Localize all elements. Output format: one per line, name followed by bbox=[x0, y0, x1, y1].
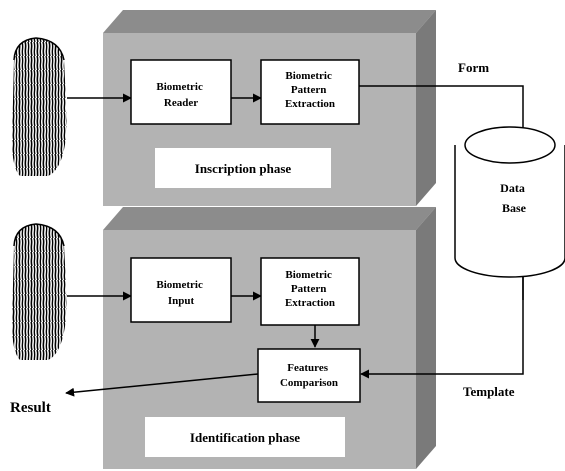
database-cylinder bbox=[454, 126, 565, 278]
biometric-reader-label-2: Reader bbox=[164, 97, 198, 109]
pattern-extraction-label-2b: Pattern bbox=[291, 283, 326, 295]
fingerprint-image-top bbox=[12, 37, 67, 176]
pattern-extraction-label-1: Biometric bbox=[285, 70, 332, 82]
arrow-comparison-to-result bbox=[65, 373, 259, 397]
form-label: Form bbox=[458, 60, 489, 75]
template-label: Template bbox=[463, 384, 515, 399]
biometric-reader-label-1: Biometric bbox=[156, 81, 203, 93]
svg-text:Features Comparison: Features Comparison bbox=[280, 362, 338, 389]
identification-panel-side bbox=[416, 207, 436, 469]
pattern-extraction-label-3b: Extraction bbox=[285, 297, 335, 309]
pattern-extraction-box-inscription bbox=[260, 59, 360, 125]
identification-phase-label: Identification phase bbox=[190, 430, 300, 445]
pattern-extraction-label-3: Extraction bbox=[285, 98, 335, 110]
biometric-reader-box bbox=[130, 59, 232, 125]
fingerprint-image-bottom bbox=[12, 223, 67, 360]
svg-text:Data Base: Data Base bbox=[500, 181, 528, 215]
features-comparison-box bbox=[257, 348, 361, 403]
biometric-input-label-2: Input bbox=[168, 295, 195, 307]
database-label-1: Data bbox=[500, 181, 525, 195]
svg-text:Biometric Pattern Extr: Biometric Pattern Extraction bbox=[285, 70, 335, 110]
biometric-input-label-1: Biometric bbox=[156, 279, 203, 291]
svg-text:Biometric Reader: Biometric Reader bbox=[156, 81, 205, 109]
pattern-extraction-label-2: Pattern bbox=[291, 84, 326, 96]
svg-text:Biometric Pattern Extr: Biometric Pattern Extraction bbox=[285, 269, 335, 309]
pattern-extraction-box-identification bbox=[260, 257, 360, 326]
identification-panel-top bbox=[103, 207, 436, 230]
features-comparison-label-2: Comparison bbox=[280, 377, 338, 389]
features-comparison-label-1: Features bbox=[287, 362, 328, 374]
database-label-2: Base bbox=[502, 201, 527, 215]
inscription-panel-side bbox=[416, 10, 436, 206]
identification-phase-label-box bbox=[145, 417, 345, 457]
inscription-panel-top bbox=[103, 10, 436, 33]
inscription-phase-label-box bbox=[155, 148, 331, 188]
svg-text:Biometric Input: Biometric Input bbox=[156, 279, 205, 307]
result-label: Result bbox=[10, 400, 51, 416]
inscription-phase-label: Inscription phase bbox=[195, 161, 292, 176]
pattern-extraction-label-1b: Biometric bbox=[285, 269, 332, 281]
biometric-input-box bbox=[130, 257, 232, 323]
